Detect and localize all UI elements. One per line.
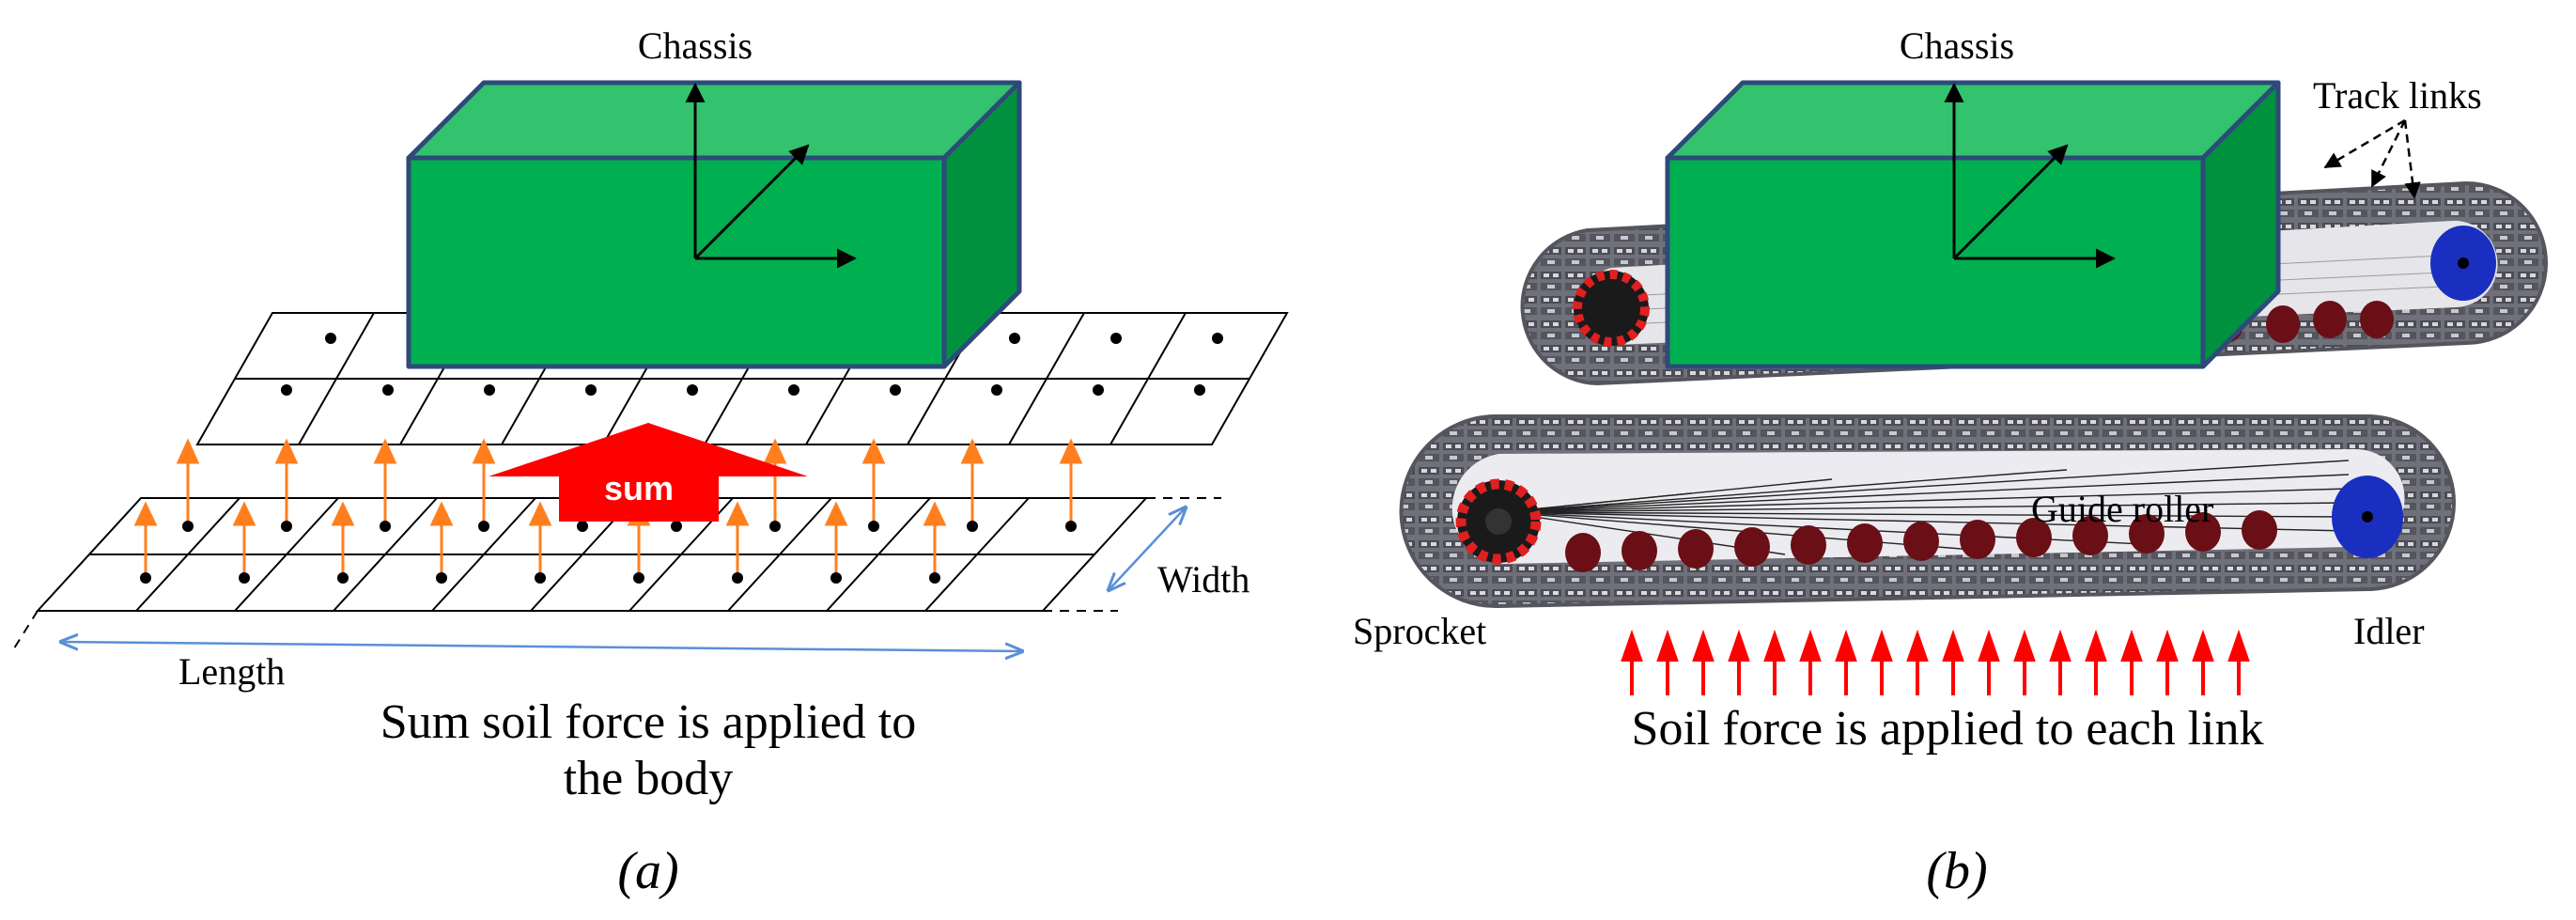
front-track [1399,414,2456,609]
track-links-pointers [2323,118,2421,199]
sum-label: sum [604,469,674,507]
lower-grid-nodes [140,521,1077,584]
chassis-axes-a [685,82,858,269]
length-label: Length [178,650,285,693]
front-idler [2332,476,2403,558]
force-row-front [133,501,947,578]
sum-arrow: sum [489,423,808,522]
chassis-front-face-b [1665,155,2206,369]
subfig-label-a: (a) [617,842,678,900]
panel-a: Chassis [13,24,1289,900]
subfig-label-b: (b) [1926,842,1987,900]
soil-force-arrows [1621,629,2250,695]
front-sprocket [1455,478,1542,565]
track-links-label: Track links [2313,74,2482,117]
chassis-axes-b [1944,82,2117,269]
sprocket-label: Sprocket [1353,610,1486,652]
chassis-top-face [406,80,1022,161]
caption-a-line1: Sum soil force is applied to [380,695,916,749]
width-label: Width [1157,558,1249,600]
chassis-label-b: Chassis [1900,24,2014,67]
length-dimension [61,642,1022,651]
caption-b: Soil force is applied to each link [1632,702,2264,756]
rear-sprocket [1573,270,1650,347]
width-dimension [1109,507,1186,590]
guide-roller-label: Guide roller [2031,488,2213,530]
chassis-box-a [406,80,1022,369]
chassis-box-b [1665,80,2281,369]
chassis-label-a: Chassis [638,24,753,67]
chassis-front-face [406,155,947,369]
rear-idler [2430,226,2496,301]
idler-label: Idler [2353,610,2425,652]
front-guide-rollers [1565,510,2277,572]
caption-a-line2: the body [564,752,734,805]
grid-extension-dashes [13,497,1221,649]
chassis-top-face-b [1665,80,2281,161]
panel-b: Chassis [1353,24,2548,900]
node-forces [133,438,1083,578]
force-row-back [176,438,1083,526]
